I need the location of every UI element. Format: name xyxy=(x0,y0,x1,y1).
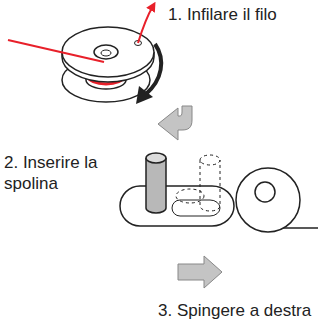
step-label: 1. Infilare il filo xyxy=(168,4,280,25)
step-label: 2. Inserire la spolina xyxy=(4,152,122,194)
bobbin-winder xyxy=(120,153,318,232)
step-label: 3. Spingere a destra xyxy=(158,300,311,321)
